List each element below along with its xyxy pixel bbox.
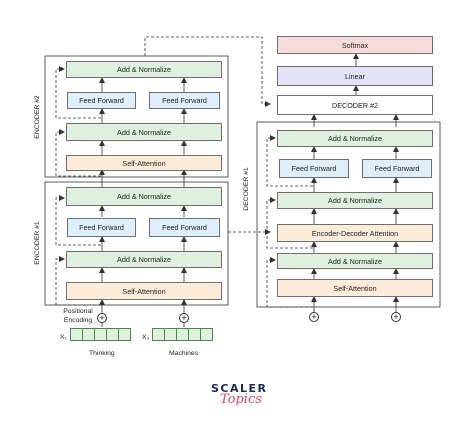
decoder-plus-icon-right: +: [391, 312, 401, 322]
encoder-1-feed-forward-left: Feed Forward: [67, 218, 136, 237]
encoder-1-label: ENCODER #1: [34, 221, 41, 265]
decoder-1-add-normalize-top: Add & Normalize: [277, 130, 433, 147]
x2-label: X₂: [142, 334, 150, 341]
decoder-plus-icon-left: +: [309, 312, 319, 322]
encoder-1-self-attention: Self-Attention: [66, 282, 222, 300]
scaler-logo-text: SCALER: [211, 382, 268, 395]
encoder-1-feed-forward-right: Feed Forward: [149, 218, 220, 237]
embedding-vector-machines: [152, 328, 213, 341]
softmax-box: Softmax: [277, 36, 433, 54]
encoder-2-add-normalize-top: Add & Normalize: [66, 61, 222, 78]
plus-icon-left: +: [97, 313, 107, 323]
encoder-2-label: ENCODER #2: [34, 95, 41, 139]
decoder-1-feed-forward-right: Feed Forward: [362, 159, 432, 178]
topics-logo-text: Topics: [220, 392, 262, 407]
decoder-1-self-attention: Self-Attention: [277, 279, 433, 297]
encoder-2-add-normalize-bottom: Add & Normalize: [66, 123, 222, 141]
linear-box: Linear: [277, 66, 433, 86]
embedding-vector-thinking: [70, 328, 131, 341]
word-machines: Machines: [169, 350, 199, 357]
plus-icon-right: +: [179, 313, 189, 323]
decoder-1-add-normalize-mid: Add & Normalize: [277, 192, 433, 209]
decoder-1-add-normalize-bottom: Add & Normalize: [277, 253, 433, 269]
encoder-2-self-attention: Self-Attention: [66, 155, 222, 171]
encoder-1-add-normalize-top: Add & Normalize: [66, 187, 222, 206]
encoder-2-feed-forward-left: Feed Forward: [67, 92, 136, 109]
encoder-2-feed-forward-right: Feed Forward: [149, 92, 220, 109]
decoder-2-box: DECODER #2: [277, 95, 433, 115]
decoder-1-feed-forward-left: Feed Forward: [279, 159, 349, 178]
positional-encoding-label: Positional Encoding: [63, 308, 93, 324]
encoder-decoder-attention-box: Encoder-Decoder Attention: [277, 224, 433, 242]
word-thinking: Thinking: [89, 350, 115, 357]
decoder-1-label: DECODER #1: [243, 167, 250, 211]
encoder-1-add-normalize-bottom: Add & Normalize: [66, 251, 222, 268]
x1-label: X₁: [60, 334, 67, 341]
